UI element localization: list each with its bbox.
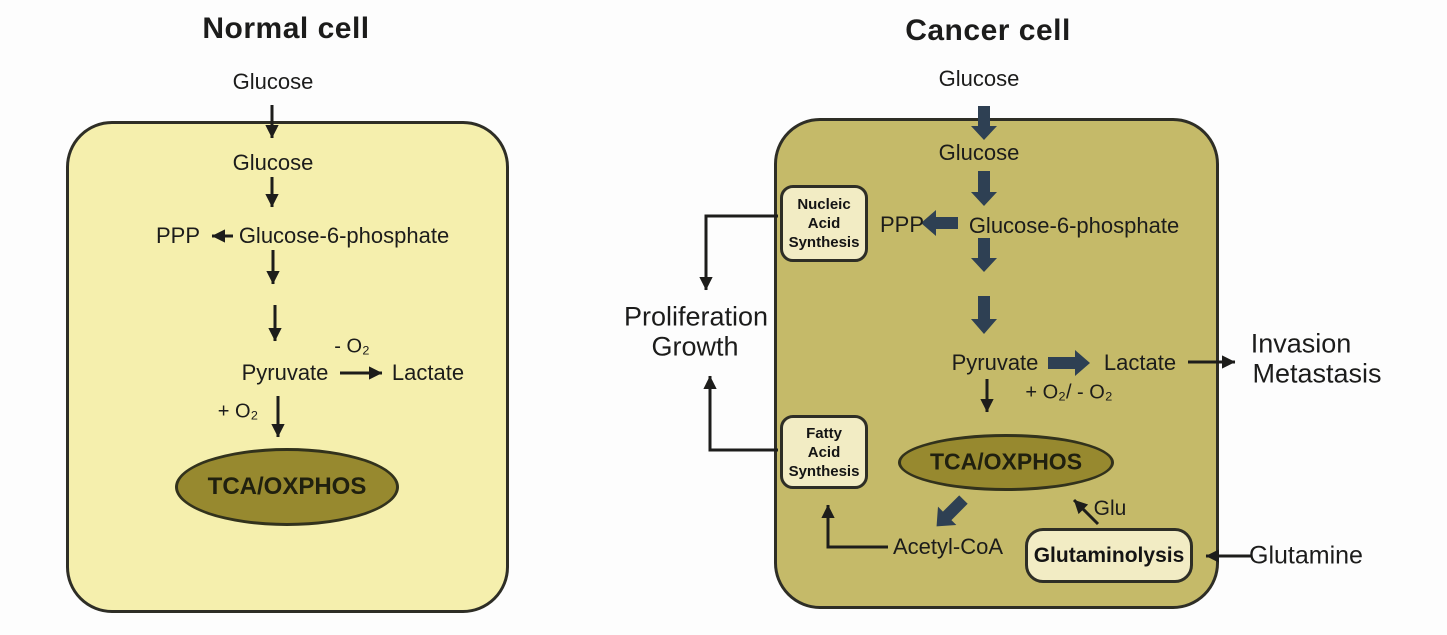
normal-lactate-label: Lactate — [391, 360, 465, 385]
normal-cell-membrane — [66, 121, 509, 613]
normal-glucose-intracellular-label: Glucose — [232, 150, 314, 175]
nucleic-acid-synthesis-line1: Nucleic — [797, 196, 851, 213]
normal-glucose-extracellular-label: Glucose — [232, 69, 314, 94]
nucleic-acid-synthesis-box: Nucleic Acid Synthesis — [780, 185, 868, 262]
glutaminolysis-box: Glutaminolysis — [1025, 528, 1193, 583]
cancer-o2-label: + O₂/ - O₂ — [1025, 381, 1113, 404]
proliferation-label: Proliferation — [623, 301, 769, 332]
nucleic-acid-synthesis-line3: Synthesis — [788, 234, 860, 251]
glutaminolysis-label: Glutaminolysis — [1033, 543, 1185, 567]
invasion-label: Invasion — [1250, 328, 1352, 359]
normal-ppp-label: PPP — [155, 223, 201, 248]
arrow-fatty-to-growth — [703, 375, 778, 452]
metastasis-label: Metastasis — [1252, 358, 1382, 389]
cancer-tca-oxphos-ellipse — [898, 434, 1114, 491]
acetyl-coa-label: Acetyl-CoA — [892, 534, 1004, 559]
normal-minus-o2-label: - O₂ — [334, 335, 370, 358]
fatty-acid-synthesis-line2: Acid — [807, 443, 841, 461]
fatty-acid-synthesis-line1: Fatty — [806, 424, 842, 442]
nucleic-acid-synthesis-line2: Acid — [807, 215, 841, 232]
cancer-lactate-label: Lactate — [1103, 350, 1177, 375]
cancer-tca-oxphos-label: TCA/OXPHOS — [929, 448, 1083, 475]
arrow-nucleic-to-proliferation — [699, 214, 778, 291]
fatty-acid-synthesis-line3: Synthesis — [788, 462, 860, 480]
normal-tca-oxphos-label: TCA/OXPHOS — [207, 473, 367, 500]
normal-pyruvate-label: Pyruvate — [241, 360, 329, 385]
cancer-cell-title: Cancer cell — [905, 14, 1071, 47]
fatty-acid-synthesis-box: Fatty Acid Synthesis — [780, 415, 868, 489]
normal-g6p-label: Glucose-6-phosphate — [238, 223, 450, 248]
normal-tca-oxphos-ellipse — [175, 448, 399, 526]
cancer-g6p-label: Glucose-6-phosphate — [968, 213, 1180, 238]
glu-label: Glu — [1093, 497, 1127, 520]
cancer-glucose-intracellular-label: Glucose — [938, 140, 1020, 165]
growth-label: Growth — [651, 331, 739, 362]
cancer-glucose-extracellular-label: Glucose — [938, 66, 1020, 91]
cancer-pyruvate-label: Pyruvate — [951, 350, 1039, 375]
glutamine-label: Glutamine — [1249, 541, 1363, 570]
normal-cell-title: Normal cell — [202, 12, 370, 45]
normal-plus-o2-label: + O₂ — [217, 400, 259, 423]
cancer-ppp-label: PPP — [879, 212, 925, 237]
